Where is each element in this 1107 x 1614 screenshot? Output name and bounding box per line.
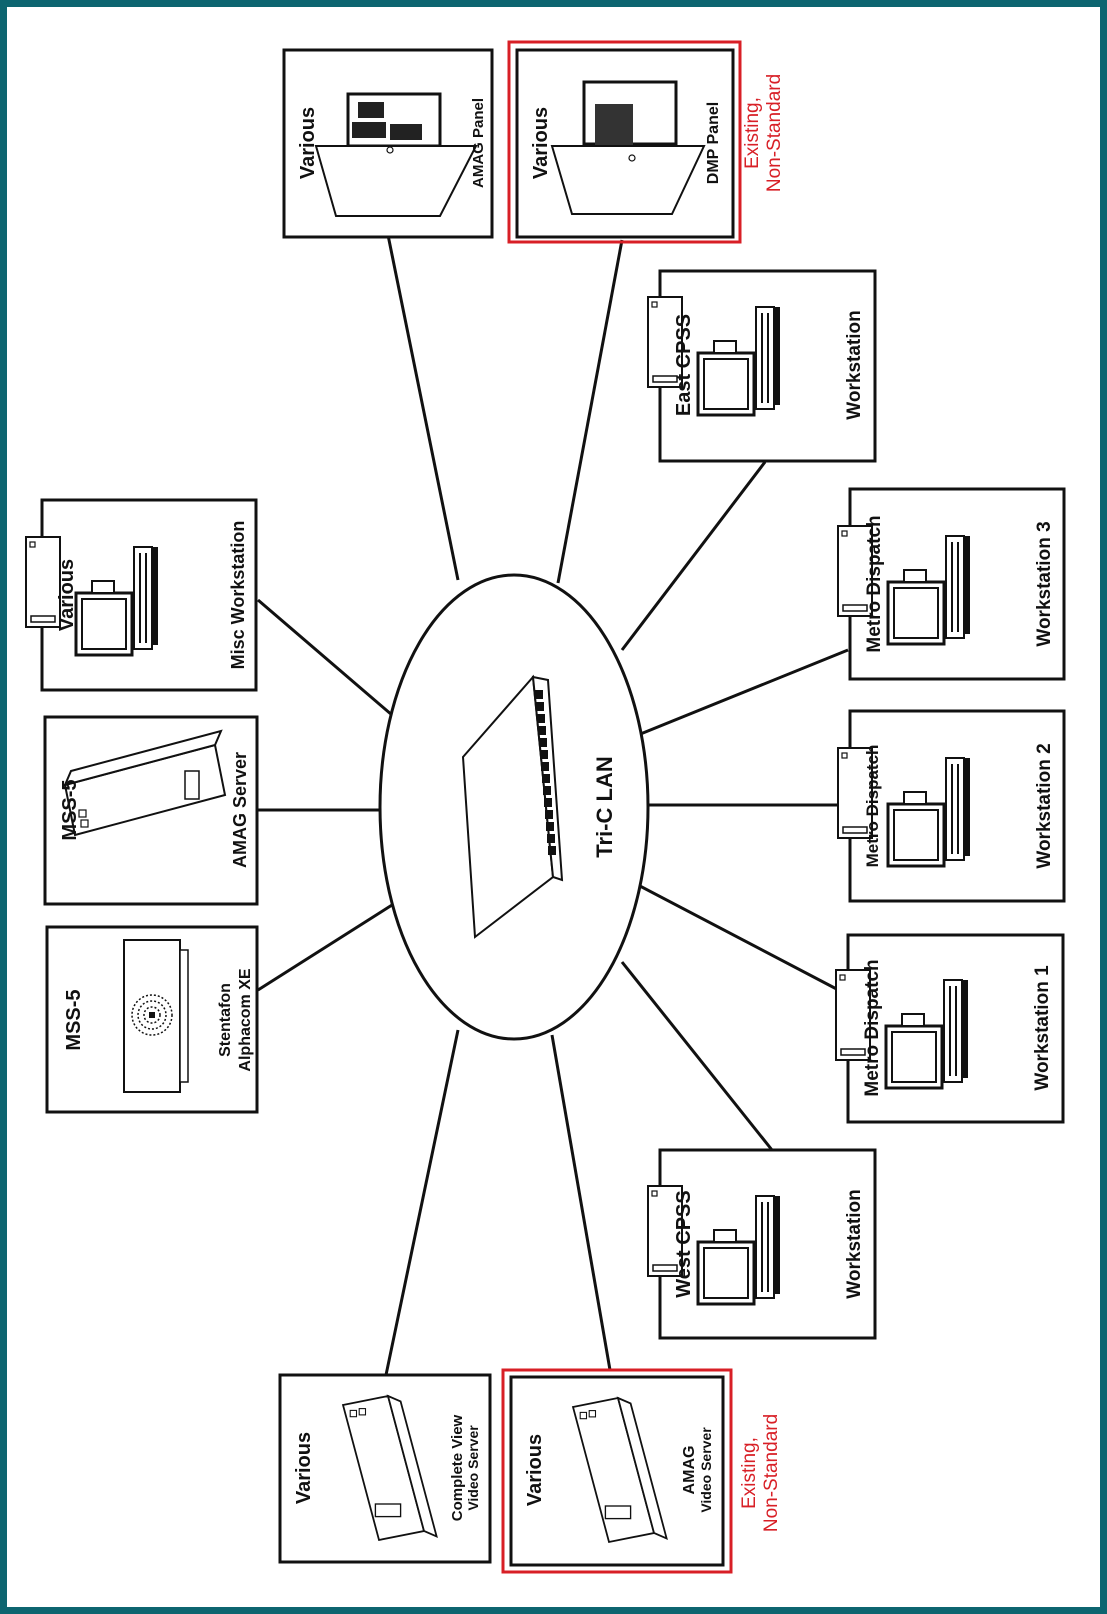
node-stentofon: MSS-5 Stentafon Alphacom XE (45, 925, 259, 1114)
tri-c-lan-hub: Tri-C LAN (378, 573, 650, 1041)
cv-bottom-1: Complete View (449, 1414, 466, 1521)
dmp-panel-bottom: DMP Panel (705, 102, 722, 184)
amag-video-bottom-2: Video Server (698, 1427, 714, 1513)
node-amag-video-server: Various AMAG Video Server Existing, Non-… (501, 1368, 782, 1574)
node-metro-dispatch-1: Metro Dispatch Workstation 1 (834, 933, 1065, 1124)
east-cpss-top: East CPSS (673, 314, 695, 416)
cv-bottom-2: Video Server (465, 1425, 481, 1511)
network-switch-icon (461, 674, 564, 939)
metro1-top: Metro Dispatch (862, 959, 883, 1096)
amag-server-bottom: AMAG Server (230, 752, 250, 868)
stentofon-bottom-2: Alphacom XE (237, 968, 254, 1071)
node-east-cpss: East CPSS Workstation (646, 269, 877, 463)
hub-label: Tri-C LAN (592, 756, 617, 857)
amag-video-bottom-1: AMAG (681, 1446, 698, 1495)
amag-video-note-line2: Non-Standard (761, 1414, 782, 1532)
node-amag-panel: Various AMAG Panel (282, 48, 494, 239)
amag-panel-bottom: AMAG Panel (470, 98, 487, 188)
dmp-note-line2: Non-Standard (764, 74, 785, 192)
stentofon-top: MSS-5 (63, 989, 85, 1050)
metro3-top: Metro Dispatch (864, 515, 885, 652)
metro2-bottom: Workstation 2 (1034, 743, 1055, 868)
node-dmp-panel: Various DMP Panel Existing, Non-Standard (507, 40, 785, 244)
misc-top: Various (56, 559, 78, 631)
west-cpss-bottom: Workstation (844, 1189, 865, 1298)
node-metro-dispatch-3: Metro Dispatch Workstation 3 (836, 487, 1066, 681)
dmp-note-line1: Existing, (742, 97, 763, 169)
node-west-cpss: West CPSS Workstation (646, 1148, 877, 1340)
node-metro-dispatch-2: Metro Dispatch Workstation 2 (836, 709, 1066, 903)
stentofon-bottom-1: Stentafon (217, 983, 234, 1057)
node-misc-workstation: Various Misc Workstation (24, 498, 258, 692)
dmp-panel-top: Various (530, 107, 552, 179)
intercom-server-icon (123, 939, 189, 1093)
amag-server-top: MSS-5 (59, 779, 81, 840)
node-amag-server: MSS-5 AMAG Server (43, 715, 259, 906)
east-cpss-bottom: Workstation (844, 310, 865, 419)
panel-enclosure-icon (314, 92, 478, 217)
amag-video-note-line1: Existing, (739, 1437, 760, 1509)
connector-lines (257, 234, 849, 1376)
west-cpss-top: West CPSS (673, 1190, 695, 1297)
panel-enclosure-icon (550, 80, 706, 215)
metro1-bottom: Workstation 1 (1032, 965, 1053, 1091)
metro2-top: Metro Dispatch (863, 745, 882, 868)
metro3-bottom: Workstation 3 (1034, 521, 1055, 646)
amag-panel-top: Various (297, 107, 319, 179)
cv-top: Various (293, 1432, 315, 1504)
amag-video-top: Various (524, 1434, 546, 1506)
misc-bottom: Misc Workstation (228, 521, 248, 670)
node-complete-view: Various Complete View Video Server (278, 1373, 492, 1564)
